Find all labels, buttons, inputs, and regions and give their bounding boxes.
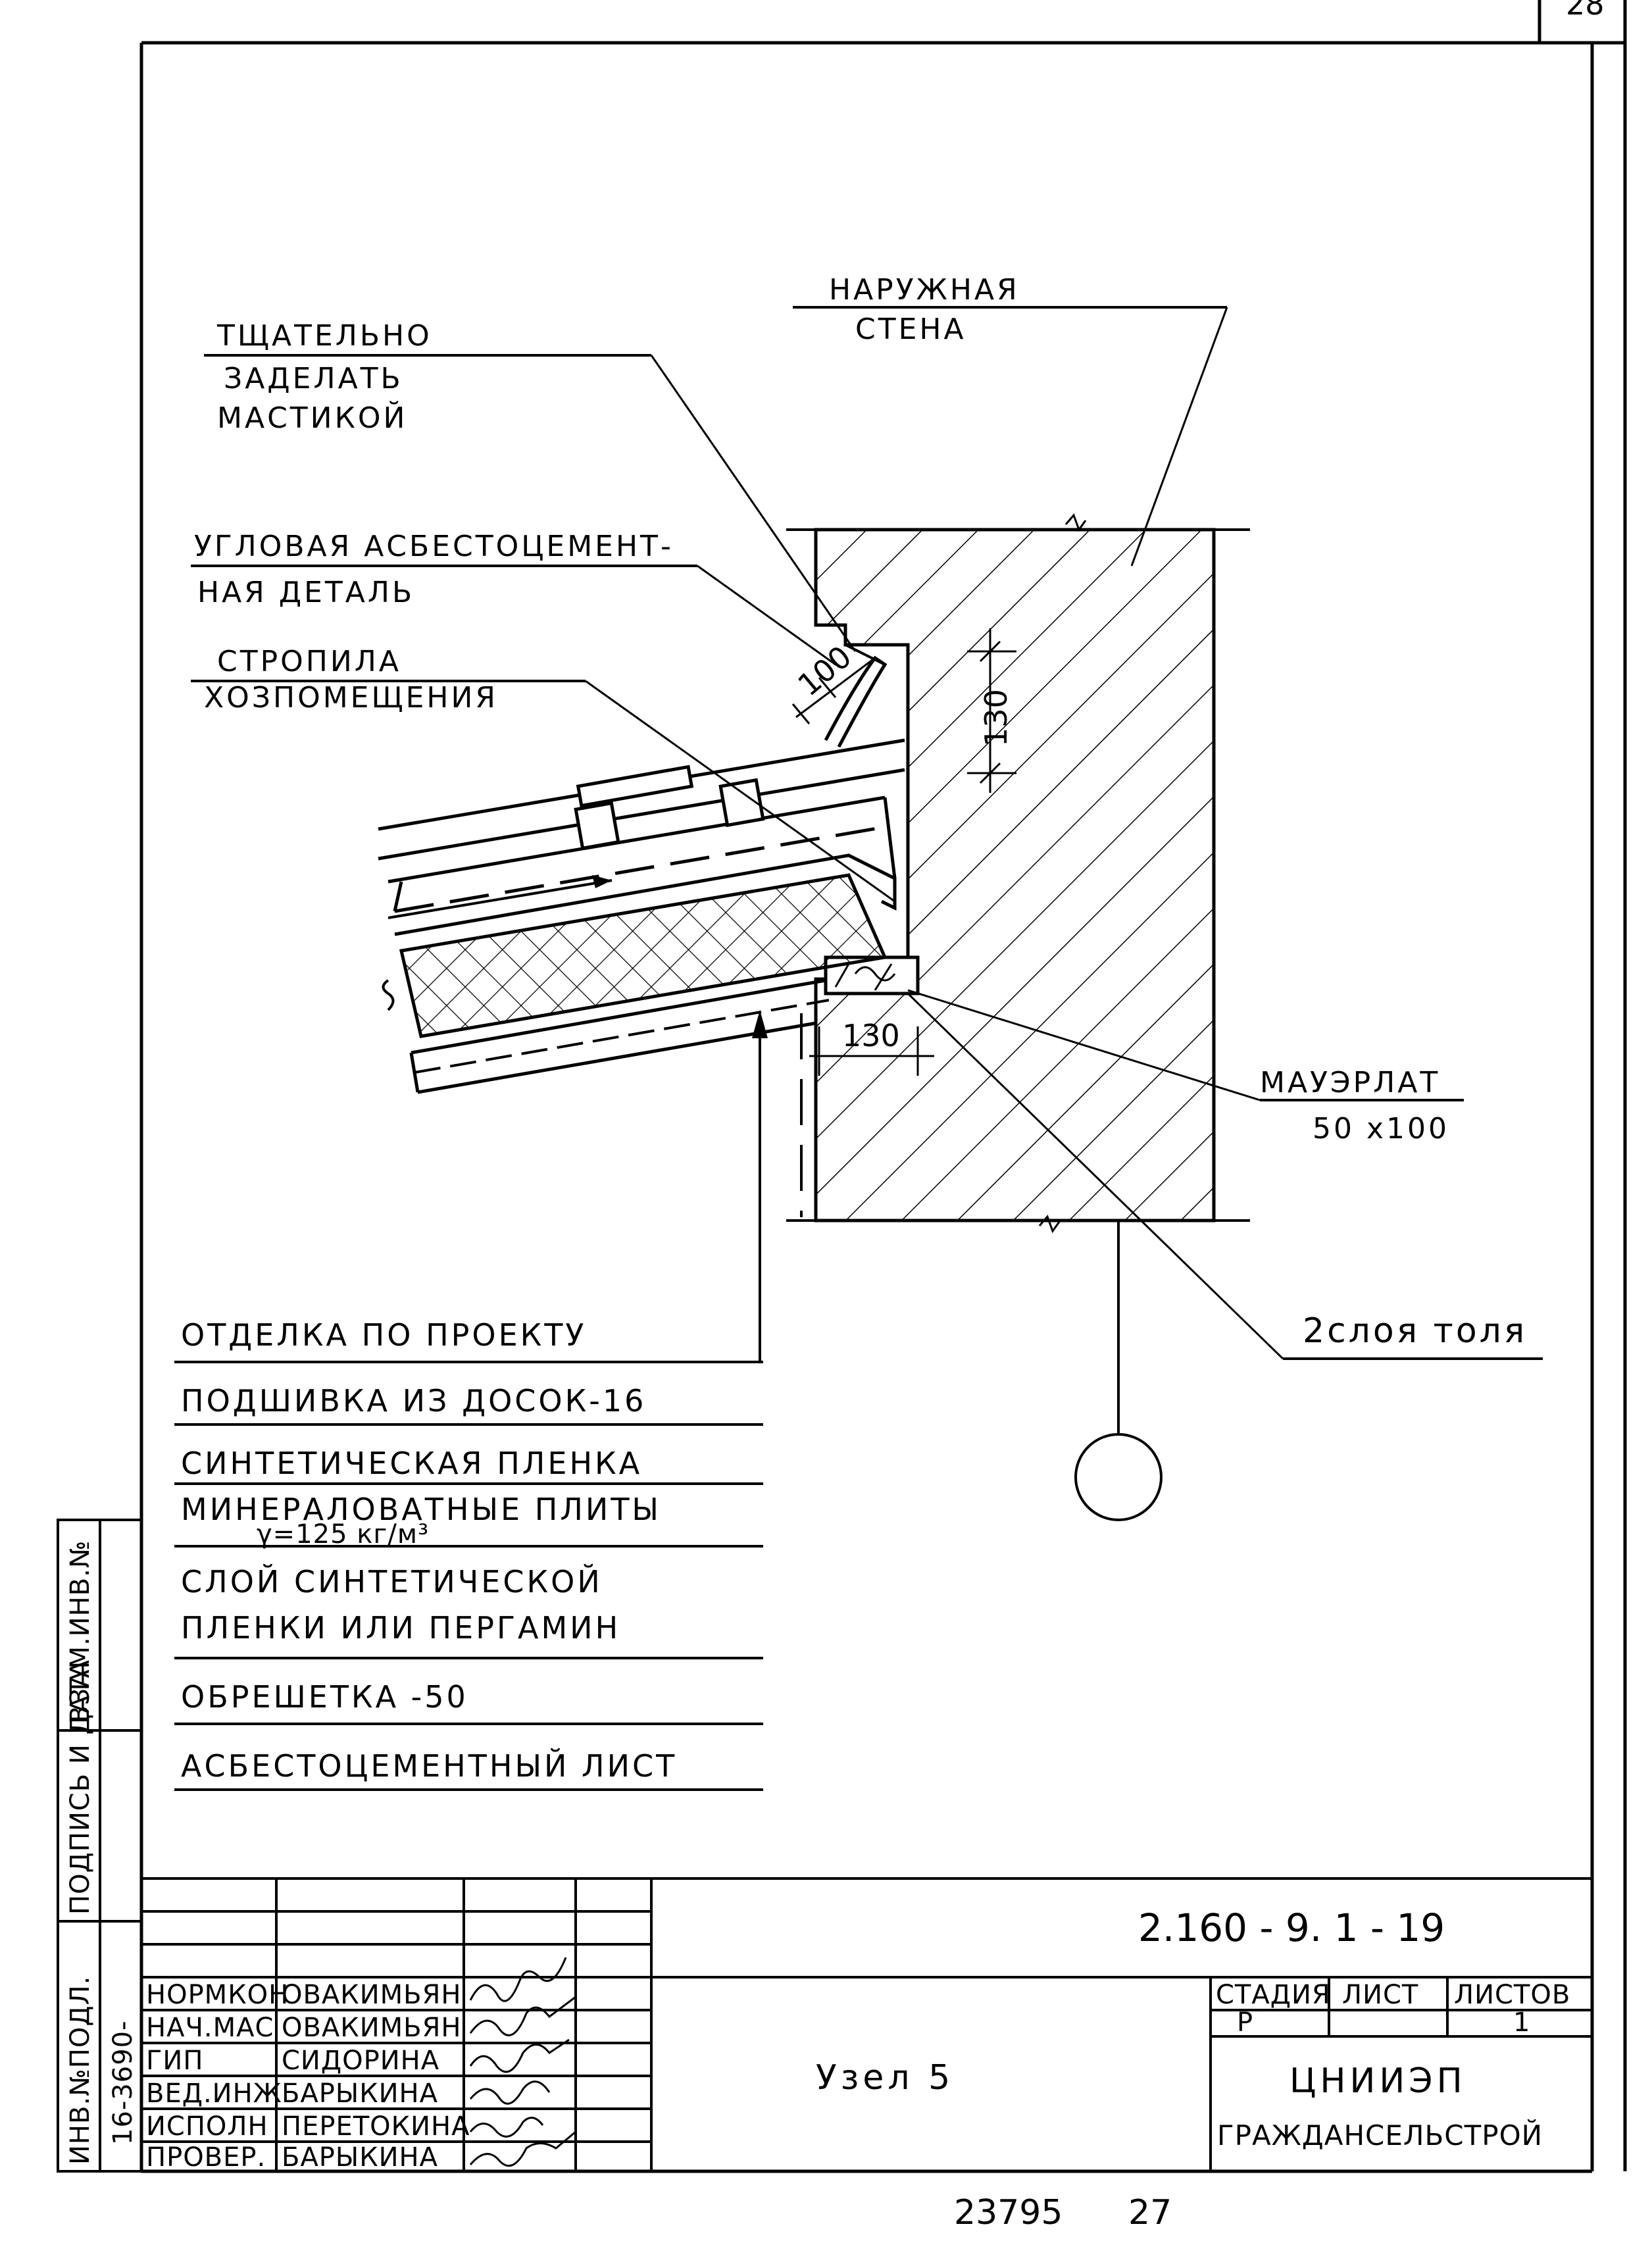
role-name: БАРЫКИНА <box>282 2142 438 2173</box>
layer-lathing: ОБРЕШЕТКА -50 <box>181 1679 468 1715</box>
roles-list: НОРМКОН ОВАКИМЬЯН НАЧ.МАС ОВАКИМЬЯН ГИП … <box>146 1980 470 2173</box>
organization-subname: ГРАЖДАНСЕЛЬСТРОЙ <box>1217 2119 1543 2152</box>
role-label: ГИП <box>146 2046 203 2076</box>
sheets-value: 1 <box>1513 2007 1530 2038</box>
role-name: СИДОРИНА <box>282 2046 439 2076</box>
side-stamp-reg-number: 16-3690- <box>108 2020 138 2145</box>
callout-mauerlat-line1: МАУЭРЛАТ <box>1260 1066 1440 1099</box>
bottom-number-left: 23795 <box>954 2193 1063 2232</box>
dimension-130-vertical <box>967 628 1016 793</box>
dimension-130-vertical-label: 130 <box>978 689 1014 747</box>
side-stamp-signature-date: ПОДПИСЬ И ДАТА <box>65 1659 95 1915</box>
side-stamp-frame <box>57 1519 143 2173</box>
signatures <box>469 1957 576 2167</box>
role-name: ПЕРЕТОКИНА <box>282 2111 470 2142</box>
layer-leader <box>752 1010 768 1362</box>
callout-mauerlat-line2: 50 х100 <box>1313 1112 1449 1146</box>
bottom-number-right: 27 <box>1128 2193 1172 2232</box>
role-name: ОВАКИМЬЯН <box>282 2013 461 2043</box>
side-stamp-replaced-inv: ВЗАМ.ИНВ.№ <box>65 1540 95 1724</box>
role-name: ОВАКИМЬЯН <box>282 1980 461 2010</box>
callout-rafters-line1: СТРОПИЛА <box>217 645 401 678</box>
callout-corner-piece-line2: НАЯ ДЕТАЛЬ <box>197 576 414 609</box>
layer-mineral-wool: МИНЕРАЛОВАТНЫЕ ПЛИТЫ <box>181 1492 661 1527</box>
role-label: ИСПОЛН <box>146 2111 268 2142</box>
stage-header: СТАДИЯ <box>1216 1980 1331 2010</box>
callout-tar-paper: 2слоя толя <box>907 992 1543 1360</box>
role-name: БАРЫКИНА <box>282 2079 438 2109</box>
role-label: ПРОВЕР. <box>146 2142 266 2173</box>
callout-corner-piece-line1: УГЛОВАЯ АСБЕСТОЦЕМЕНТ- <box>194 530 674 563</box>
dimension-130-horizontal-label: 130 <box>842 1018 900 1053</box>
detail-reference-circle <box>1074 1221 1163 1521</box>
callout-tar-paper-label: 2слоя толя <box>1303 1311 1527 1351</box>
callout-outer-wall: НАРУЖНАЯ СТЕНА <box>793 273 1228 567</box>
callout-mauerlat: МАУЭРЛАТ 50 х100 <box>907 989 1464 1146</box>
side-stamp: ИНВ.№ПОДЛ. ПОДПИСЬ И ДАТА ВЗАМ.ИНВ.№ 16-… <box>65 1540 138 2165</box>
callout-seal: ТЩАТЕЛЬНО ЗАДЕЛАТЬ МАСТИКОЙ <box>204 319 857 652</box>
dimension-130-horizontal <box>809 1026 934 1076</box>
title-block-frame <box>141 1877 1592 2171</box>
role-label: НАЧ.МАС <box>146 2013 274 2043</box>
callout-seal-line3: МАСТИКОЙ <box>217 400 407 435</box>
callout-rafters-line2: ХОЗПОМЕЩЕНИЯ <box>204 681 498 715</box>
callout-outer-wall-line2: СТЕНА <box>855 313 966 346</box>
sheet-header: ЛИСТ <box>1342 1980 1418 2010</box>
stage-value: Р <box>1237 2007 1253 2038</box>
corner-sheet-number: 28 <box>1566 0 1605 22</box>
side-stamp-inv-orig: ИНВ.№ПОДЛ. <box>65 1976 95 2165</box>
layer-film-line1: СЛОЙ СИНТЕТИЧЕСКОЙ <box>181 1564 603 1600</box>
dimension-100 <box>791 657 876 724</box>
callout-corner-piece: УГЛОВАЯ АСБЕСТОЦЕМЕНТ- НАЯ ДЕТАЛЬ <box>191 530 836 666</box>
callout-seal-line1: ТЩАТЕЛЬНО <box>216 319 432 353</box>
roof-assembly <box>378 643 905 1094</box>
layer-film-line2: ПЛЕНКИ ИЛИ ПЕРГАМИН <box>181 1610 620 1646</box>
callout-outer-wall-line1: НАРУЖНАЯ <box>829 273 1020 307</box>
layer-synthetic-film: СИНТЕТИЧЕСКАЯ ПЛЕНКА <box>181 1446 642 1481</box>
role-label: ВЕД.ИНЖ <box>146 2079 282 2109</box>
layer-asbestos-sheet: АСБЕСТОЦЕМЕНТНЫЙ ЛИСТ <box>181 1748 677 1784</box>
layer-list <box>174 1361 763 1791</box>
callout-seal-line2: ЗАДЕЛАТЬ <box>224 362 403 395</box>
callout-rafters: СТРОПИЛА ХОЗПОМЕЩЕНИЯ <box>191 645 895 903</box>
role-label: НОРМКОН <box>146 1980 289 2010</box>
document-code: 2.160 - 9. 1 - 19 <box>1138 1905 1445 1950</box>
layer-mineral-wool-density: γ=125 кг/м³ <box>257 1519 429 1550</box>
drawing-title: Узел 5 <box>816 2058 954 2098</box>
layer-finish: ОТДЕЛКА ПО ПРОЕКТУ <box>181 1317 586 1353</box>
dimension-100-label: 100 <box>791 639 858 703</box>
sheets-header: ЛИСТОВ <box>1454 1980 1570 2010</box>
organization-name: ЦНИИЭП <box>1289 2061 1466 2101</box>
layer-boarding: ПОДШИВКА ИЗ ДОСОК-16 <box>181 1383 646 1419</box>
